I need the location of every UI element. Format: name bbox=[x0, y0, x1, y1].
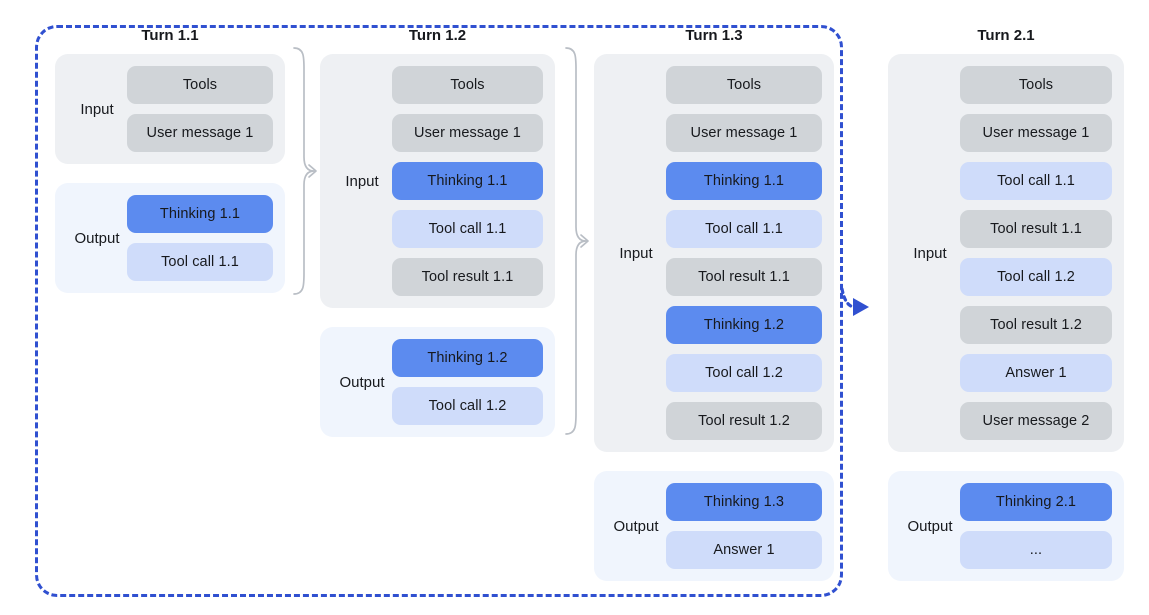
input-block-stack: Tools User message 1 Tool call 1.1 Tool … bbox=[960, 66, 1112, 440]
block-thinking-2-1: Thinking 2.1 bbox=[960, 483, 1112, 521]
block-tools: Tools bbox=[960, 66, 1112, 104]
block-thinking-1-1: Thinking 1.1 bbox=[127, 195, 273, 233]
block-tool-result-1-1: Tool result 1.1 bbox=[666, 258, 822, 296]
block-user-message-1: User message 1 bbox=[666, 114, 822, 152]
carryover-brace-arrow-2 bbox=[565, 47, 589, 435]
output-block-stack: Thinking 1.3 Answer 1 bbox=[666, 483, 822, 569]
block-thinking-1-2: Thinking 1.2 bbox=[392, 339, 543, 377]
block-tool-result-1-1: Tool result 1.1 bbox=[392, 258, 543, 296]
input-block-stack: Tools User message 1 bbox=[127, 66, 273, 152]
next-turn-arrow-icon bbox=[840, 287, 869, 316]
block-answer-1: Answer 1 bbox=[666, 531, 822, 569]
output-block-stack: Thinking 1.2 Tool call 1.2 bbox=[392, 339, 543, 425]
block-ellipsis: ... bbox=[960, 531, 1112, 569]
turn-1-2-input-section: Input Tools User message 1 Thinking 1.1 … bbox=[320, 54, 555, 308]
block-tool-result-1-1: Tool result 1.1 bbox=[960, 210, 1112, 248]
block-tool-call-1-2: Tool call 1.2 bbox=[392, 387, 543, 425]
turn-1-1-output-section: Output Thinking 1.1 Tool call 1.1 bbox=[55, 183, 285, 293]
output-block-stack: Thinking 2.1 ... bbox=[960, 483, 1112, 569]
input-label: Input bbox=[80, 100, 114, 118]
input-label: Input bbox=[913, 244, 947, 262]
output-block-stack: Thinking 1.1 Tool call 1.1 bbox=[127, 195, 273, 281]
block-answer-1: Answer 1 bbox=[960, 354, 1112, 392]
turn-2-1-column: Turn 2.1 Input Tools User message 1 Tool… bbox=[888, 26, 1124, 581]
block-tool-call-1-1: Tool call 1.1 bbox=[392, 210, 543, 248]
block-user-message-1: User message 1 bbox=[392, 114, 543, 152]
block-thinking-1-2: Thinking 1.2 bbox=[666, 306, 822, 344]
block-user-message-1: User message 1 bbox=[960, 114, 1112, 152]
block-tool-call-1-1: Tool call 1.1 bbox=[960, 162, 1112, 200]
output-label: Output bbox=[613, 517, 659, 535]
block-tool-call-1-2: Tool call 1.2 bbox=[960, 258, 1112, 296]
block-user-message-1: User message 1 bbox=[127, 114, 273, 152]
turn-title: Turn 2.1 bbox=[977, 27, 1035, 44]
block-tools: Tools bbox=[392, 66, 543, 104]
input-label: Input bbox=[345, 172, 379, 190]
input-block-stack: Tools User message 1 Thinking 1.1 Tool c… bbox=[666, 66, 822, 440]
turn-1-2-column: Turn 1.2 Input Tools User message 1 Thin… bbox=[320, 26, 555, 437]
turn-1-2-output-section: Output Thinking 1.2 Tool call 1.2 bbox=[320, 327, 555, 437]
input-block-stack: Tools User message 1 Thinking 1.1 Tool c… bbox=[392, 66, 543, 296]
single-conversation-group-outline bbox=[35, 25, 843, 597]
turn-1-3-input-section: Input Tools User message 1 Thinking 1.1 … bbox=[594, 54, 834, 452]
block-thinking-1-1: Thinking 1.1 bbox=[392, 162, 543, 200]
block-tool-result-1-2: Tool result 1.2 bbox=[666, 402, 822, 440]
turn-1-3-output-section: Output Thinking 1.3 Answer 1 bbox=[594, 471, 834, 581]
block-thinking-1-3: Thinking 1.3 bbox=[666, 483, 822, 521]
output-label: Output bbox=[339, 373, 385, 391]
turn-1-1-input-section: Input Tools User message 1 bbox=[55, 54, 285, 164]
block-tool-call-1-1: Tool call 1.1 bbox=[666, 210, 822, 248]
block-thinking-1-1: Thinking 1.1 bbox=[666, 162, 822, 200]
block-tools: Tools bbox=[666, 66, 822, 104]
turn-2-1-input-section: Input Tools User message 1 Tool call 1.1… bbox=[888, 54, 1124, 452]
turn-1-3-column: Turn 1.3 Input Tools User message 1 Thin… bbox=[594, 26, 834, 581]
block-tool-call-1-2: Tool call 1.2 bbox=[666, 354, 822, 392]
block-tool-result-1-2: Tool result 1.2 bbox=[960, 306, 1112, 344]
output-label: Output bbox=[74, 229, 120, 247]
output-label: Output bbox=[907, 517, 953, 535]
turn-title: Turn 1.2 bbox=[408, 27, 467, 44]
block-tools: Tools bbox=[127, 66, 273, 104]
turn-title: Turn 1.3 bbox=[685, 27, 743, 44]
turn-2-1-output-section: Output Thinking 2.1 ... bbox=[888, 471, 1124, 581]
carryover-brace-arrow-1 bbox=[293, 47, 317, 295]
block-tool-call-1-1: Tool call 1.1 bbox=[127, 243, 273, 281]
turn-title: Turn 1.1 bbox=[141, 27, 199, 44]
turn-1-1-column: Turn 1.1 Input Tools User message 1 Outp… bbox=[55, 26, 285, 293]
block-user-message-2: User message 2 bbox=[960, 402, 1112, 440]
input-label: Input bbox=[619, 244, 653, 262]
